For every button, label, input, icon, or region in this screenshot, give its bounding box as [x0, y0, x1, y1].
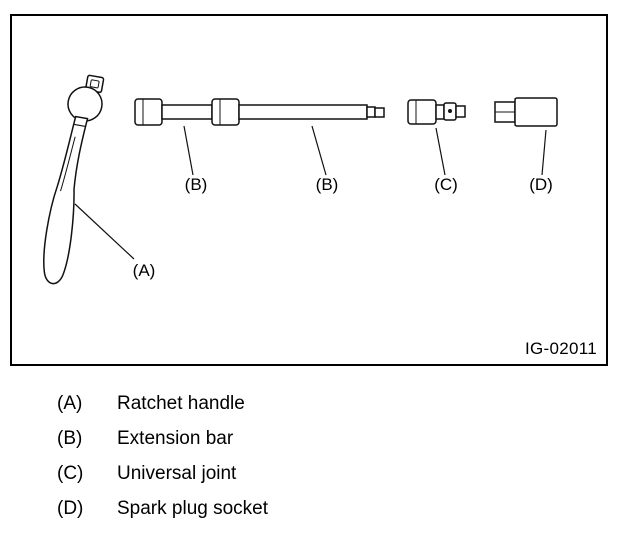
legend-row-d: (D) Spark plug socket [57, 498, 268, 533]
ratchet-collar-line [74, 123, 87, 128]
callout-c: (C) [434, 175, 458, 194]
extension-short-socket [134, 98, 163, 126]
extension-long-shaft [238, 104, 368, 120]
legend-key-b: (B) [57, 428, 83, 449]
figure-box: (A) (B) (B) (C) (D) IG-02011 [10, 14, 608, 366]
extension-bar-short-drawing [134, 98, 213, 126]
legend-row-c: (C) Universal joint [57, 463, 268, 498]
legend-row-b: (B) Extension bar [57, 428, 268, 463]
callout-d: (D) [529, 175, 553, 194]
legend: (A) Ratchet handle (B) Extension bar (C)… [57, 393, 268, 533]
extension-short-shaft [161, 104, 213, 120]
legend-label-b: Extension bar [117, 428, 234, 449]
legend-row-a: (A) Ratchet handle [57, 393, 268, 428]
ratchet-grip [43, 115, 89, 285]
legend-key-a: (A) [57, 393, 83, 414]
extension-long-neck [366, 106, 376, 118]
tools-diagram: (A) (B) (B) (C) (D) [43, 74, 558, 285]
universal-joint-drive-tip [455, 105, 466, 118]
figure-id: IG-02011 [524, 339, 597, 358]
ratchet-drive-hole [89, 79, 100, 89]
extension-long-drive-tip [374, 107, 385, 118]
universal-joint-neck [435, 104, 445, 120]
callout-b1: (B) [185, 175, 208, 194]
universal-joint-pin [448, 109, 452, 113]
legend-label-d: Spark plug socket [117, 498, 269, 519]
universal-joint-body [407, 99, 437, 125]
leader-lines [74, 125, 547, 260]
universal-joint-drawing [407, 99, 466, 125]
callout-b2: (B) [316, 175, 339, 194]
ratchet-grip-contour [60, 136, 76, 192]
extension-long-socket [211, 98, 240, 126]
legend-label-c: Universal joint [117, 463, 237, 484]
ratchet-handle-drawing [43, 74, 105, 285]
legend-label-a: Ratchet handle [117, 393, 245, 414]
leader-line-a [74, 203, 135, 260]
callout-a: (A) [133, 261, 156, 280]
legend-key-c: (C) [57, 463, 84, 484]
legend-key-d: (D) [57, 498, 84, 519]
leader-line-d [541, 129, 547, 176]
leader-line-b1 [183, 125, 194, 176]
callout-labels: (A) (B) (B) (C) (D) [133, 175, 553, 280]
socket-body [514, 97, 558, 127]
extension-bar-long-drawing [211, 98, 385, 126]
spark-plug-socket-drawing [494, 97, 558, 127]
leader-line-c [435, 127, 446, 176]
leader-line-b2 [311, 125, 327, 176]
